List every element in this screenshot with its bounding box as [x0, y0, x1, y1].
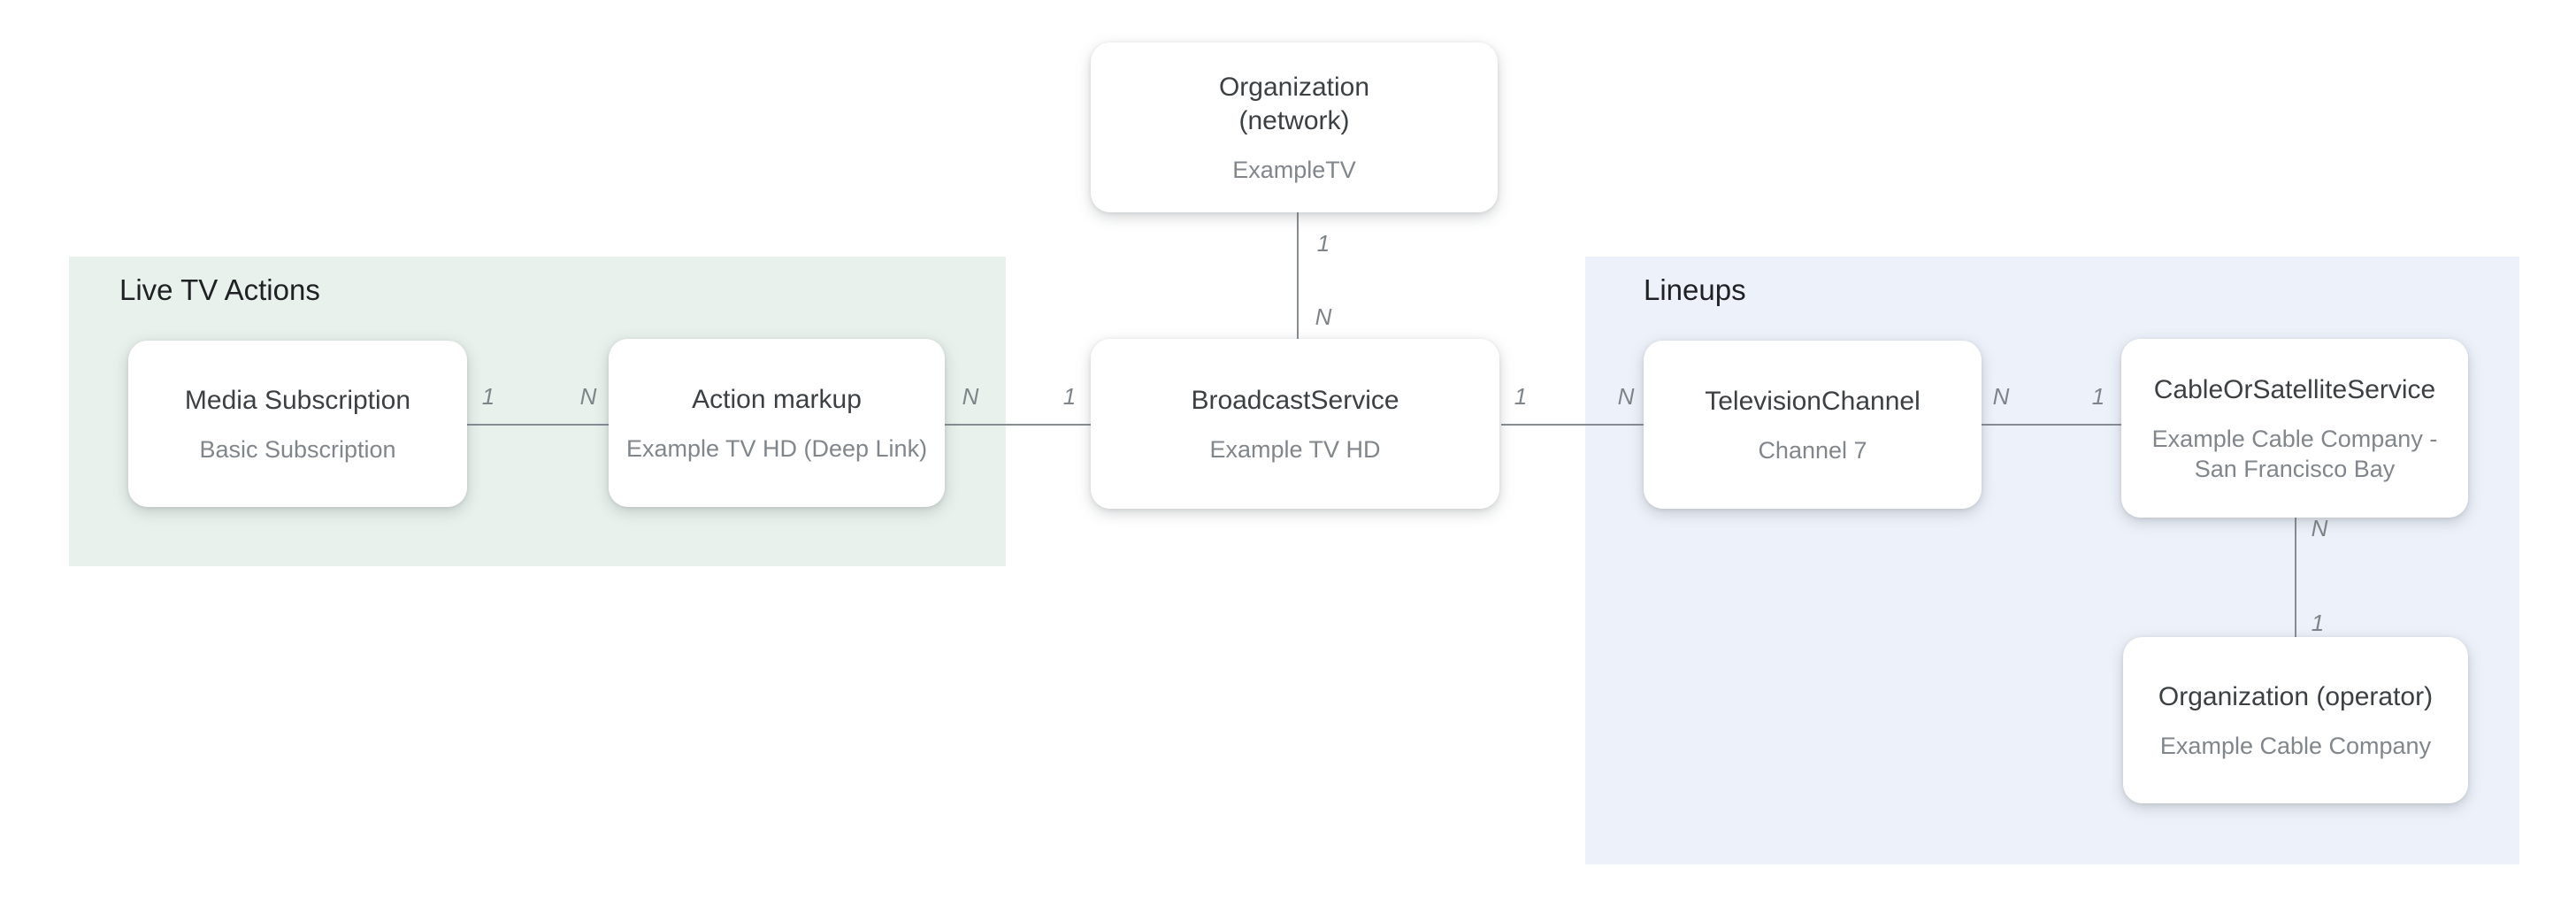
node-television-channel: TelevisionChannel Channel 7	[1644, 341, 1982, 509]
node-subtitle: Example Cable Company - San Francisco Ba…	[2151, 425, 2438, 482]
node-cable-or-satellite-service: CableOrSatelliteService Example Cable Co…	[2121, 339, 2468, 518]
cardinality-label-tvchannel-left-side: N	[1617, 383, 1635, 410]
region-title-lineups: Lineups	[1644, 273, 1746, 306]
connector-cable-to-operator	[2295, 518, 2296, 637]
region-title-live-tv-actions: Live TV Actions	[119, 273, 320, 306]
cardinality-label-broadcast-right-side: 1	[1514, 383, 1528, 410]
connector-network-to-broadcast	[1297, 212, 1299, 341]
connector-mediasub-to-action	[467, 424, 609, 426]
cardinality-label-mediasub-side: 1	[481, 383, 495, 410]
node-subtitle: Channel 7	[1758, 436, 1867, 464]
node-title: Action markup	[692, 384, 862, 414]
node-subtitle: Basic Subscription	[199, 435, 396, 463]
node-organization-network: Organization (network) ExampleTV	[1091, 42, 1498, 212]
node-subtitle: ExampleTV	[1232, 156, 1356, 183]
node-media-subscription: Media Subscription Basic Subscription	[128, 341, 467, 507]
node-subtitle: Example TV HD	[1209, 435, 1381, 463]
node-action-markup: Action markup Example TV HD (Deep Link)	[609, 339, 945, 507]
connector-action-to-broadcast	[945, 424, 1091, 426]
cardinality-label-operator-top-side: 1	[2311, 610, 2325, 636]
cardinality-label-action-left-side: N	[579, 383, 597, 410]
cardinality-label-cable-left-side: 1	[2091, 383, 2105, 410]
cardinality-label-broadcast-left-side: 1	[1062, 383, 1077, 410]
cardinality-label-action-right-side: N	[962, 383, 979, 410]
node-title: Organization (operator)	[2158, 681, 2434, 711]
cardinality-label-tvchannel-right-side: N	[1992, 383, 2010, 410]
cardinality-label-broadcast-top-side: N	[1315, 303, 1332, 330]
cardinality-label-network-side: 1	[1316, 230, 1330, 257]
connector-broadcast-to-tvchannel	[1501, 424, 1644, 426]
node-title: TelevisionChannel	[1705, 386, 1920, 416]
node-title: BroadcastService	[1191, 385, 1399, 415]
node-subtitle: Example TV HD (Deep Link)	[625, 434, 928, 462]
node-title: Media Subscription	[184, 385, 411, 415]
connector-tvchannel-to-cable	[1982, 424, 2121, 426]
cardinality-label-cable-bottom-side: N	[2311, 515, 2328, 541]
node-title: CableOrSatelliteService	[2153, 374, 2436, 404]
node-organization-operator: Organization (operator) Example Cable Co…	[2123, 637, 2468, 803]
node-broadcast-service: BroadcastService Example TV HD	[1091, 339, 1499, 509]
node-subtitle: Example Cable Company	[2159, 732, 2432, 759]
node-title: Organization (network)	[1218, 72, 1370, 135]
